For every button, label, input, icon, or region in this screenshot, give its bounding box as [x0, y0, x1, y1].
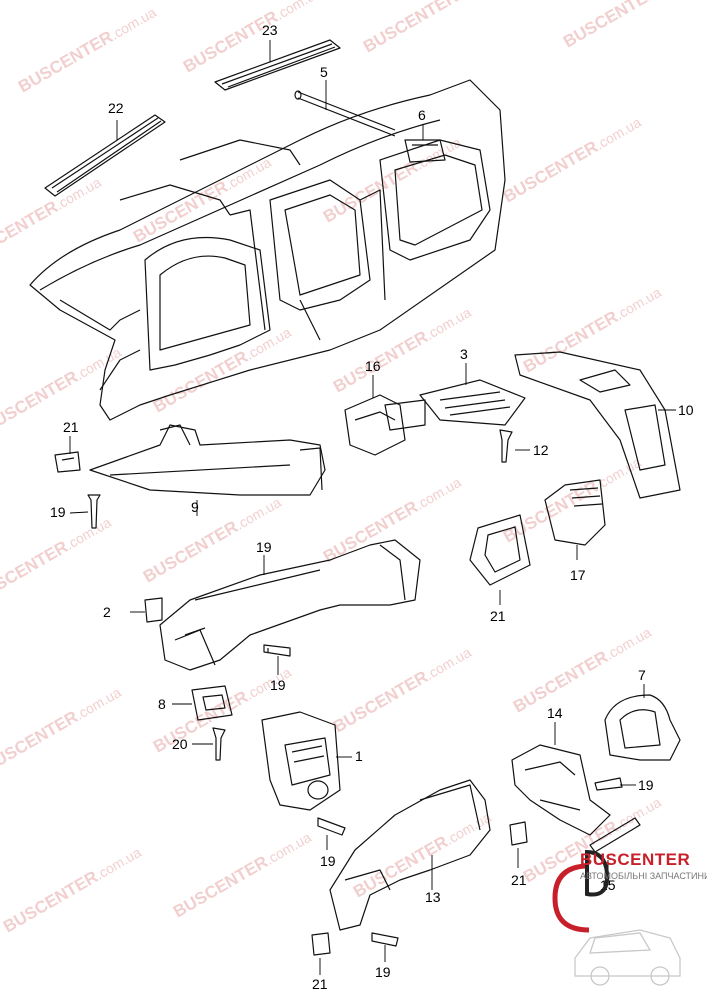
logo-title: BUSCENTER	[580, 850, 691, 869]
callout-14: 14	[547, 705, 563, 721]
screw-19-a	[87, 494, 101, 529]
callout-21: 21	[312, 976, 328, 992]
callout-2: 2	[103, 604, 111, 620]
callout-19: 19	[320, 853, 336, 869]
callout-12: 12	[533, 442, 549, 458]
rod-15	[589, 817, 641, 853]
screw-19-b	[499, 429, 513, 463]
screw-19-e	[594, 777, 623, 791]
callout-22: 22	[108, 100, 124, 116]
bracket-6	[404, 139, 446, 163]
logo-subtitle: АВТОМОБІЛЬНІ ЗАПЧАСТИНИ	[580, 871, 707, 881]
clip-21-a	[54, 451, 81, 473]
callout-21: 21	[511, 872, 527, 888]
vent-housing-1	[261, 711, 341, 811]
callout-16: 16	[365, 358, 381, 374]
clip-21-c	[509, 821, 528, 846]
vent-16	[344, 394, 426, 456]
duct-17	[159, 539, 421, 671]
callout-3: 3	[460, 346, 468, 362]
vent-frame-12	[469, 514, 531, 586]
callout-5: 5	[320, 64, 328, 80]
callout-19: 19	[256, 539, 272, 555]
callout-23: 23	[262, 22, 278, 38]
callout-7: 7	[638, 667, 646, 683]
screw-19-f	[371, 932, 399, 947]
screw-20	[212, 727, 226, 761]
callout-19: 19	[375, 964, 391, 980]
callout-1: 1	[355, 748, 363, 764]
trim-panel-10	[514, 351, 681, 499]
callout-19: 19	[270, 677, 286, 693]
callout-10: 10	[678, 402, 694, 418]
leader-lines	[69, 40, 676, 975]
screw-19-c	[263, 644, 291, 657]
callout-19: 19	[50, 504, 66, 520]
bracket-14	[511, 744, 611, 836]
callout-20: 20	[172, 736, 188, 752]
vent-2	[544, 479, 606, 546]
buscenter-logo	[552, 849, 681, 986]
callout-17: 17	[570, 567, 586, 583]
dashboard-frame	[29, 79, 506, 421]
clip-21-d	[311, 932, 331, 956]
bracket-8	[191, 685, 233, 721]
defroster-grille-22	[44, 114, 166, 197]
rod-5	[294, 90, 396, 137]
vent-grille-3	[419, 379, 526, 426]
callout-6: 6	[418, 107, 426, 123]
clip-21-b	[144, 597, 163, 623]
callout-9: 9	[191, 499, 199, 515]
callout-8: 8	[158, 696, 166, 712]
screw-19-d	[317, 817, 346, 836]
callout-21: 21	[63, 419, 79, 435]
callout-19: 19	[638, 777, 654, 793]
cover-7	[604, 694, 681, 761]
callout-13: 13	[425, 889, 441, 905]
duct-13	[329, 779, 491, 931]
callout-21: 21	[490, 608, 506, 624]
defroster-grille-23	[214, 39, 341, 91]
duct-9	[89, 424, 326, 496]
